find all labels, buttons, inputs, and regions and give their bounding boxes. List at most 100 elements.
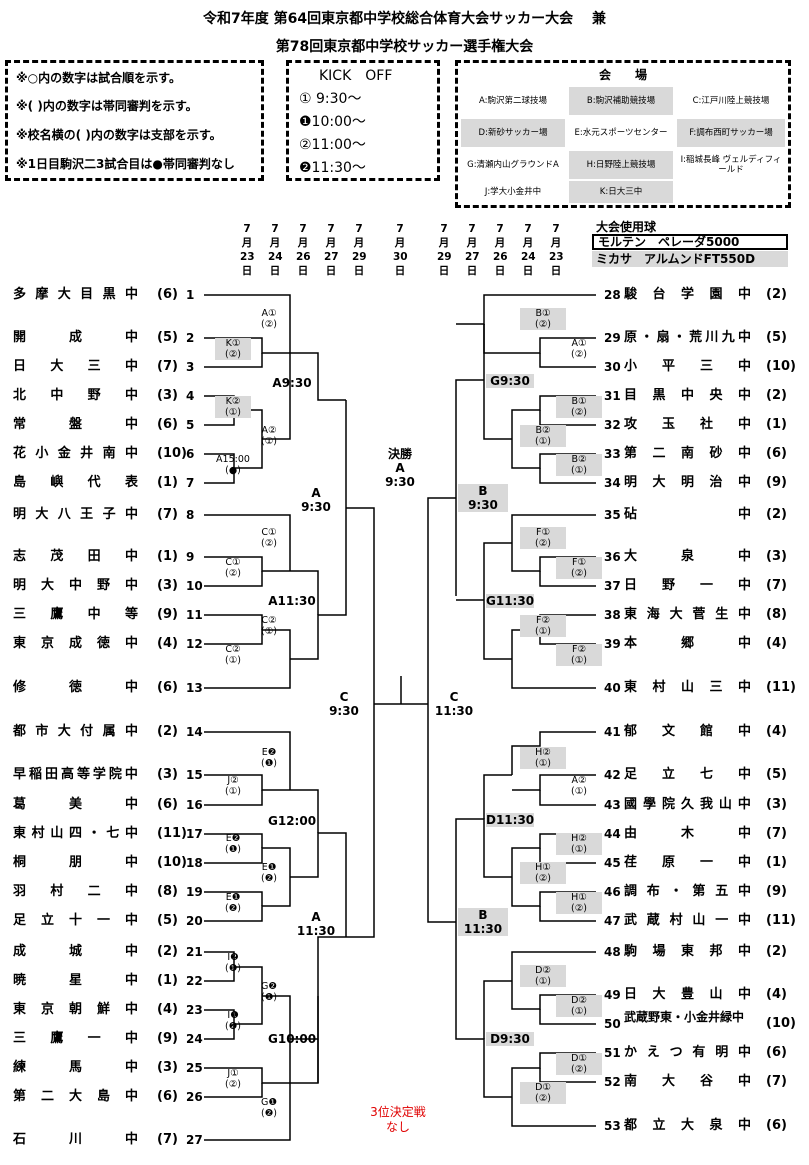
team-left-5: 常盤中常盤中(6)	[13, 417, 178, 433]
bracket-line-71	[483, 980, 512, 1039]
team-number: 53	[604, 1119, 621, 1133]
team-branch: (10)	[157, 855, 187, 870]
venue-h: H:日野陸上競技場	[569, 151, 673, 179]
bracket-line-25	[290, 789, 319, 833]
team-number: 43	[604, 798, 621, 812]
bracket-line-75	[455, 922, 512, 1098]
bracket-line-42	[483, 324, 512, 354]
team-name: 攻玉社中攻玉社中	[624, 417, 751, 432]
kickoff-time-2: ❶10:00～	[299, 114, 366, 130]
kickoff-time-1: ① 9:30～	[299, 91, 362, 107]
bracket-line-9	[204, 514, 291, 571]
team-left-20: 足立十一中足立十一中(5)	[13, 913, 178, 929]
bracket-line-21	[204, 833, 263, 848]
team-branch: (8)	[766, 607, 787, 622]
match-label-left-3: K②(①)	[215, 396, 251, 418]
team-right-32: 攻玉社中攻玉社中(1)	[624, 417, 794, 433]
bracket-line-58	[427, 497, 456, 724]
team-number: 39	[604, 637, 621, 651]
bracket-line-48	[455, 379, 484, 596]
bracket-line-15	[290, 570, 319, 615]
venue-a: A:駒沢第二球技場	[478, 96, 548, 106]
notes-box: ※○内の数字は試合順を示す。 ※( )内の数字は帯同審判を示す。 ※校名横の( …	[5, 60, 264, 181]
match-label-left-5: A15:00(●)	[216, 454, 250, 476]
team-branch: (3)	[766, 549, 787, 564]
team-right-31: 目黒中央中目黒中央中 (2)	[624, 388, 794, 404]
team-right-42: 足立七中足立七中(5)	[624, 767, 794, 783]
team-branch: (3)	[157, 1060, 178, 1075]
team-branch: (10)	[766, 1016, 796, 1031]
team-branch: (2)	[766, 507, 787, 522]
team-name: 三鷹一中三鷹一中	[13, 1031, 138, 1046]
team-name: 多摩大目黒中多摩大目黒中	[13, 287, 138, 302]
match-label-right-8: F②(①)	[520, 615, 566, 637]
bracket-line-46	[539, 468, 596, 484]
team-number: 52	[604, 1075, 621, 1089]
bracket-line-10	[204, 556, 290, 572]
team-number: 38	[604, 608, 621, 622]
team-right-44: 由木中由木中(7)	[624, 826, 794, 842]
team-right-46: 調布・第五中調布・第五中(9)	[624, 884, 794, 900]
team-number: 25	[186, 1061, 203, 1075]
round-r-g930: G9:30	[486, 374, 534, 388]
team-branch: (4)	[157, 1002, 178, 1017]
match-label-left-4: A②(①)	[261, 425, 277, 447]
venue-k: K:日大三中	[569, 181, 673, 203]
bracket-line-24	[204, 877, 291, 922]
team-branch: (3)	[157, 578, 178, 593]
match-label-left-12: E❷(❶)	[225, 833, 241, 855]
kickoff-time-3: ②11:00～	[299, 137, 366, 153]
team-name: 志茂田中志茂田中	[13, 549, 138, 564]
round-l-g1000: G10:00	[268, 1032, 317, 1046]
team-name: 練馬中練馬中	[13, 1060, 138, 1075]
bracket-line-70	[539, 1009, 596, 1025]
team-number: 35	[604, 508, 621, 522]
ball-official: モルテン ペレーダ5000	[592, 234, 788, 250]
match-label-right-10: H②(①)	[520, 747, 566, 769]
bracket-line-59	[511, 731, 596, 775]
team-name: 羽村二中羽村二中	[13, 884, 138, 899]
team-right-45: 荏原一中荏原一中(1)	[624, 855, 794, 871]
team-branch: (2)	[766, 287, 787, 302]
team-left-2: 開成中開成中(5)	[13, 330, 178, 346]
team-name: 目黒中央中目黒中央中	[624, 388, 751, 403]
match-label-left-18: J①(②)	[225, 1068, 241, 1090]
note-3: ※校名横の( )内の数字は支部を示す。	[16, 128, 222, 142]
team-name: 三鷹中等三鷹中等	[13, 607, 138, 622]
team-name: 日大豊山中日大豊山中	[624, 987, 751, 1002]
bracket-line-62	[483, 774, 512, 819]
bracket-line-17	[346, 507, 375, 724]
team-name: 桐朋中桐朋中	[13, 855, 138, 870]
team-number: 50	[604, 1017, 621, 1031]
team-branch: (7)	[766, 1074, 787, 1089]
team-branch: (3)	[157, 767, 178, 782]
team-left-16: 葛美中葛美中(6)	[13, 797, 178, 813]
team-number: 20	[186, 914, 203, 928]
team-branch: (2)	[766, 388, 787, 403]
team-left-11: 三鷹中等三鷹中等(9)	[13, 607, 178, 623]
team-branch: (5)	[766, 767, 787, 782]
match-label-right-18: D①(②)	[520, 1082, 566, 1104]
bracket-line-68	[511, 951, 596, 981]
team-branch: (11)	[766, 680, 796, 695]
team-branch: (3)	[766, 797, 787, 812]
team-name: 明大明治中明大明治中	[624, 475, 751, 490]
team-name: 由木中由木中	[624, 826, 751, 841]
team-number: 24	[186, 1032, 203, 1046]
venue-box: 会 場 A:駒沢第二球技場 B:駒沢補助競技場 C:江戸川陸上競技場 D:新砂サ…	[455, 60, 791, 208]
match-label-right-6: F①(②)	[520, 527, 566, 549]
team-name: 荏原一中荏原一中	[624, 855, 751, 870]
bracket-line-76	[427, 724, 456, 923]
team-branch: (6)	[157, 287, 178, 302]
team-name: 修徳中修徳中	[13, 680, 138, 695]
match-label-right-12: H②(①)	[556, 833, 602, 855]
team-branch: (5)	[157, 913, 178, 928]
team-right-36: 大泉中大泉中(3)	[624, 549, 794, 565]
team-name: 花小金井南中花小金井南中	[13, 446, 138, 461]
team-name: 第二大島中第二大島中	[13, 1089, 138, 1104]
team-number: 31	[604, 389, 621, 403]
team-number: 9	[186, 550, 195, 564]
kickoff-box: KICK OFF ① 9:30～ ❶10:00～ ②11:00～ ❷11:30～	[286, 60, 440, 181]
